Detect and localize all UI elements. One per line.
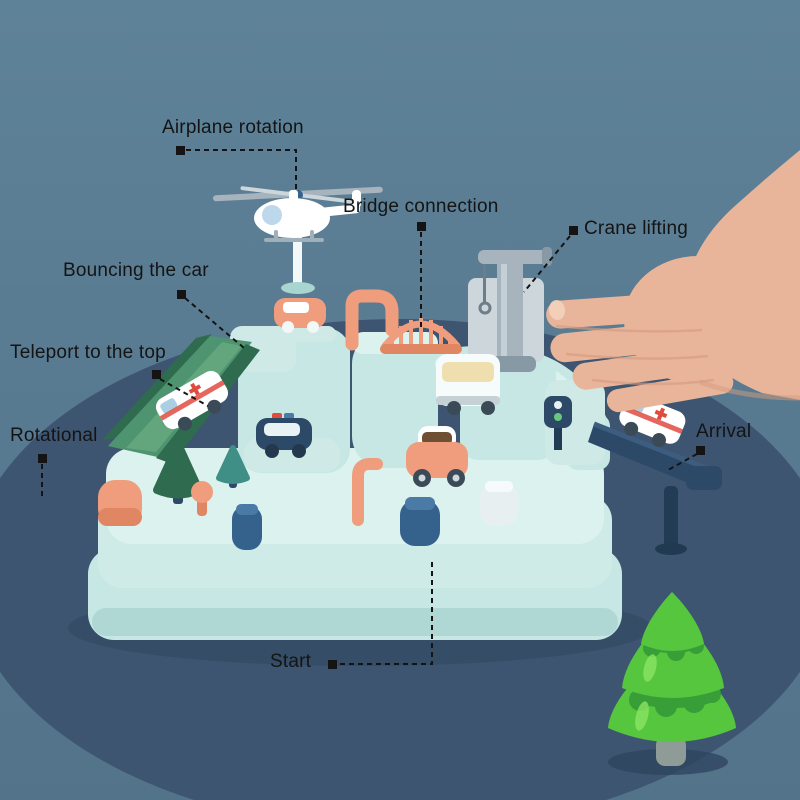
- wheel: [177, 416, 192, 431]
- slide-rail-far: [102, 334, 212, 440]
- toy-track-base: [68, 186, 722, 666]
- annotation-teleport-to-the-top: Teleport to the top: [10, 342, 166, 363]
- leader-arrival: [667, 446, 705, 471]
- helicopter: [213, 186, 383, 294]
- traffic-light: [544, 396, 572, 450]
- base-bottom-edge: [92, 608, 618, 636]
- deck-tree-teal: [216, 445, 250, 488]
- bus-windshield: [442, 362, 494, 382]
- fingernail: [548, 300, 566, 320]
- hand: [546, 150, 800, 413]
- annotation-airplane-rotation: Airplane rotation: [162, 117, 304, 138]
- annotation-start: Start: [270, 651, 312, 672]
- traffic-light-head: [544, 396, 572, 428]
- ramp-foot: [655, 543, 687, 555]
- car-window: [283, 302, 309, 313]
- annotation-arrival: Arrival: [696, 421, 752, 442]
- leader-start: [328, 560, 433, 669]
- salmon-car-front: [406, 426, 468, 487]
- wheel: [307, 321, 319, 333]
- blue-cylinder-top: [405, 497, 435, 510]
- ambulance-stripe: [621, 405, 683, 434]
- wheel: [282, 321, 294, 333]
- leader-crane-lifting: [523, 226, 578, 293]
- rescue-bus: [436, 354, 500, 415]
- knob-top: [191, 481, 213, 503]
- tree-cone: [216, 445, 250, 484]
- leader-rotational: [38, 454, 47, 500]
- wheel: [292, 444, 306, 458]
- crane-hook: [478, 301, 492, 315]
- wheel: [481, 401, 495, 415]
- ramp-edge: [593, 421, 707, 471]
- cartoon-tree: [608, 592, 736, 775]
- leader-airplane-rotation: [176, 146, 297, 192]
- middle-finger: [550, 318, 718, 363]
- helicopter-pole: [293, 232, 302, 288]
- cockpit-window: [262, 205, 282, 225]
- traffic-light-pole: [554, 424, 562, 450]
- wheel: [651, 433, 666, 448]
- annotation-bridge-connection: Bridge connection: [343, 196, 499, 217]
- white-button: [480, 484, 518, 526]
- crane-tower-highlight: [501, 262, 507, 362]
- salmon-lever: [352, 458, 383, 526]
- white-button-top: [485, 481, 513, 492]
- crane-arm-cap: [542, 247, 552, 266]
- crane: [468, 247, 552, 372]
- crane-cable: [483, 264, 486, 304]
- ramp-leg: [664, 486, 678, 548]
- police-light: [284, 413, 294, 419]
- palm-shadow: [699, 379, 800, 401]
- leader-bridge-connection: [417, 222, 426, 330]
- wheel-hub: [452, 474, 460, 482]
- wheel-hub: [418, 474, 426, 482]
- ambulance-cross: [188, 384, 202, 394]
- blue-cylinder: [400, 500, 440, 546]
- salmon-car-upper: [262, 298, 336, 342]
- blue-peg-top: [236, 504, 258, 515]
- center-u-wall: [352, 332, 438, 468]
- wheel: [624, 421, 639, 436]
- pole-base: [281, 282, 315, 294]
- leader-bouncing-the-car: [177, 290, 245, 349]
- leader-teleport-to-the-top: [152, 370, 209, 407]
- blue-peg: [232, 506, 262, 550]
- ambulance-cross: [654, 409, 668, 419]
- annotation-rotational: Rotational: [10, 425, 98, 446]
- bounce-arm: [345, 289, 399, 351]
- ring-finger: [572, 345, 724, 390]
- car-window: [422, 432, 452, 445]
- police-car: [244, 413, 340, 472]
- tree-highlight: [643, 654, 657, 682]
- salmon-dome-shadow: [98, 508, 142, 526]
- annotation-bouncing-the-car: Bouncing the car: [63, 260, 209, 281]
- traffic-light-lamp: [554, 401, 562, 409]
- police-light: [272, 413, 282, 419]
- ambulance-stripe: [159, 380, 225, 421]
- tree-trunk: [656, 736, 686, 766]
- green-slide: [102, 326, 296, 464]
- deck-controls: [98, 458, 518, 550]
- car-body: [406, 442, 468, 478]
- wheel: [265, 444, 279, 458]
- landing-skids: [264, 230, 324, 242]
- police-windows: [264, 423, 300, 436]
- ramp-landing: [686, 466, 722, 490]
- ambulance-on-slide: [155, 370, 229, 431]
- annotation-crane-lifting: Crane lifting: [584, 218, 688, 239]
- tree-tier-top: [641, 592, 704, 651]
- traffic-light-lamp: [554, 413, 562, 421]
- wheel: [447, 401, 461, 415]
- wheel: [207, 399, 222, 414]
- bridge-deck: [380, 344, 462, 354]
- tail-fin: [352, 190, 361, 208]
- tree-highlight: [635, 701, 649, 731]
- ramp-surface: [588, 424, 706, 488]
- crane-arm: [478, 250, 550, 264]
- index-finger: [546, 291, 704, 329]
